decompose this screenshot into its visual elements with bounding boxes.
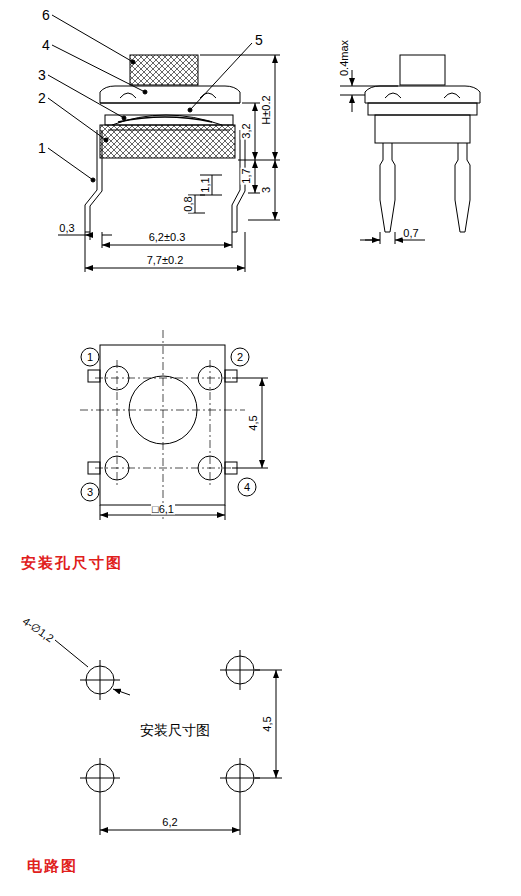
hole-layout [55,640,282,835]
pin-number: 4 [243,482,251,493]
dimension: H±0.2 [261,94,272,125]
dimension: 7,7±0.2 [146,255,185,266]
pin-number: 2 [236,352,244,363]
dimension: 4,5 [262,715,273,732]
dimension: 3 [261,186,272,194]
section-caption: 电路图 [26,858,79,873]
callout-number: 1 [37,141,47,155]
callout-number: 4 [41,38,51,52]
front-view [340,55,480,244]
dimension: 1,7 [241,167,252,184]
dimension: 0,3 [58,223,75,234]
drawing-note: 安装尺寸图 [139,723,211,737]
dimension: 0,8 [183,195,194,212]
dimension: 0,7 [402,228,419,239]
side-view [48,15,280,272]
callout-number: 6 [41,8,51,22]
dimension: 4-∅1,2 [20,615,56,645]
dimension: 6,2±0.3 [148,232,187,243]
top-view [80,330,268,520]
pin-number: 1 [86,352,94,363]
dimension: 4,5 [248,414,259,431]
pin-number: 3 [86,487,94,498]
callout-number: 3 [37,68,47,82]
section-caption: 安装孔尺寸图 [20,555,124,570]
dimension: 3,2 [241,122,252,139]
dimension: 0.4max [339,39,350,77]
callout-number: 2 [37,91,47,105]
dimension: 6,2 [161,817,178,828]
callout-number: 5 [254,33,264,47]
dimension: 1,1 [200,176,211,193]
dimension: □6,1 [151,504,175,515]
